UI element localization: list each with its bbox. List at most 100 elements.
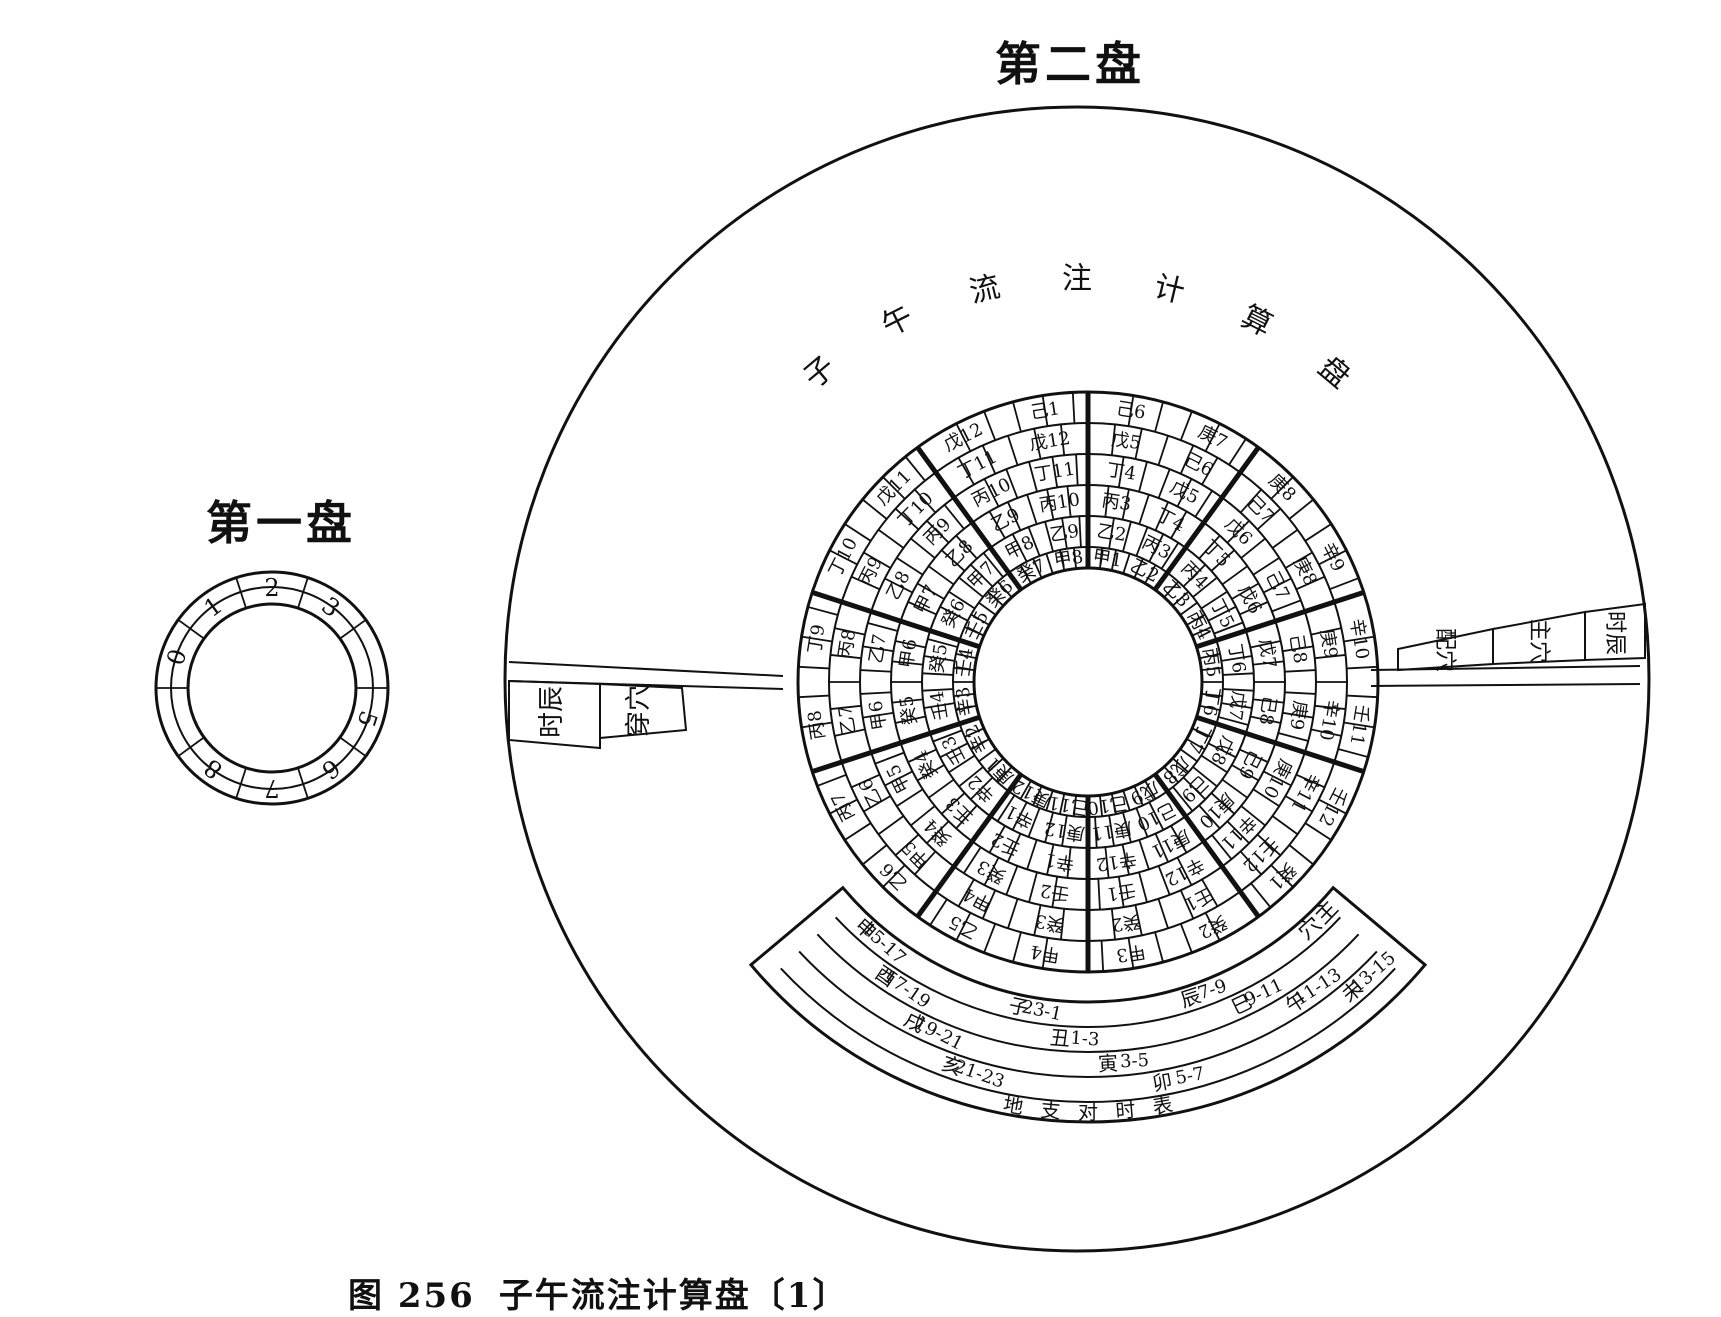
stem-cell-divider xyxy=(1046,489,1055,520)
stem-cell-divider xyxy=(953,693,975,698)
disc-one-divider xyxy=(177,619,205,640)
stem-cell-divider xyxy=(1012,401,1022,433)
arc-title-char: 流 xyxy=(966,269,1003,310)
table-title-char: 支 xyxy=(1040,1098,1062,1124)
stem-cell-divider xyxy=(1122,521,1132,552)
stem-cell-divider xyxy=(988,510,1006,539)
stem-group-divider xyxy=(1152,445,1261,592)
arc-title-char: 盘 xyxy=(1311,350,1356,396)
stem-ring-dividers xyxy=(798,392,1378,972)
stem-cell-divider xyxy=(958,576,984,598)
stem-cell-label: 庚10 xyxy=(1259,755,1296,801)
stem-cell-divider xyxy=(1182,563,1207,588)
stem-cell-divider xyxy=(1157,468,1171,499)
stem-cell-divider xyxy=(957,879,975,907)
stem-cell-label: 乙2 xyxy=(1095,521,1127,546)
stem-cell-divider xyxy=(1186,613,1206,626)
stem-cell-label: 壬12 xyxy=(1314,784,1351,830)
stem-cell-divider xyxy=(1135,526,1149,557)
stem-cell-divider xyxy=(1231,582,1260,600)
stem-cell-divider xyxy=(1304,822,1332,841)
right-pointer-shichen-label: 时辰 xyxy=(1602,611,1627,655)
stem-cell-divider xyxy=(1044,521,1054,552)
stem-cell-label: 丁4 xyxy=(1105,459,1137,484)
branch-label: 子 xyxy=(1007,993,1032,1021)
stem-cell-divider xyxy=(1078,516,1082,548)
stem-cell-divider xyxy=(1170,825,1188,854)
disc-one-divider xyxy=(177,736,205,757)
stem-cell-divider xyxy=(1026,494,1038,525)
stem-cell-divider xyxy=(816,773,847,787)
stem-cell-divider xyxy=(964,626,985,637)
stem-cell-label: 庚12 xyxy=(1043,817,1087,844)
stem-cell-label: 庚11 xyxy=(1090,817,1134,844)
stem-cell-divider xyxy=(1099,795,1104,817)
right-pointer-peixue-label: 配穴 xyxy=(1432,628,1457,672)
stem-cell-divider xyxy=(1163,581,1180,598)
stem-cell-divider xyxy=(1138,839,1150,870)
stem-cell-divider xyxy=(1157,865,1171,896)
stem-cell-divider xyxy=(1271,599,1302,613)
left-pointer-box-inner xyxy=(599,682,688,740)
stem-group-divider xyxy=(915,772,1024,919)
stem-cell-divider xyxy=(1110,424,1116,456)
stem-cell-divider xyxy=(1270,864,1294,888)
stem-cell-divider xyxy=(862,711,894,719)
stem-cell-label: 乙7 xyxy=(865,633,890,665)
stem-cell-divider xyxy=(1270,476,1294,500)
stem-cell-label: 乙9 xyxy=(1048,521,1080,546)
stem-cell-divider xyxy=(1282,645,1314,653)
stem-cell-divider xyxy=(1256,508,1282,531)
arc-title-char: 计 xyxy=(1151,269,1188,310)
stem-cell-divider xyxy=(1318,798,1347,815)
stem-cell-divider xyxy=(1226,820,1250,844)
stem-cell-divider xyxy=(1198,804,1221,830)
stem-cell-divider xyxy=(922,672,954,676)
stem-cell-divider xyxy=(988,825,1006,854)
stem-cell-label: 甲6 xyxy=(896,637,921,669)
stem-cell-divider xyxy=(1179,601,1198,616)
stem-cell-divider xyxy=(1163,766,1180,783)
stem-cell-divider xyxy=(1176,857,1193,886)
stem-cell-divider xyxy=(943,504,965,530)
stem-cell-divider xyxy=(1170,510,1188,539)
stem-cell-divider xyxy=(1207,742,1237,759)
stem-cell-divider xyxy=(862,498,888,520)
stem-cell-divider xyxy=(983,923,997,954)
stem-cell-label: 辛10 xyxy=(1346,617,1373,661)
stem-cell-divider xyxy=(1027,807,1041,838)
stem-cell-divider xyxy=(1172,757,1189,774)
stem-cell-divider xyxy=(1191,626,1212,637)
disc-one-divider xyxy=(297,767,309,799)
stem-cell-divider xyxy=(1133,785,1144,806)
stem-cell-divider xyxy=(862,645,894,653)
stem-cell-divider xyxy=(1310,728,1342,737)
stem-cell-label: 庚9 xyxy=(1285,699,1310,731)
stem-cell-divider xyxy=(1179,410,1193,441)
figure-number: 图 256 xyxy=(348,1276,475,1316)
stem-cell-divider xyxy=(896,788,924,807)
left-pointer-chuanxue-label: 穿穴 xyxy=(624,685,654,737)
hour-range-label: 5-7 xyxy=(1174,1063,1206,1089)
stem-cell-divider xyxy=(1032,558,1043,579)
stem-cell-divider xyxy=(1071,392,1076,424)
stem-cell-label: 丙8 xyxy=(835,628,860,660)
stem-cell-divider xyxy=(1110,793,1117,815)
right-pointer: 配穴 主穴 时辰 xyxy=(1397,602,1646,672)
stem-cell-divider xyxy=(1134,904,1143,936)
stem-cell-label: 丙8 xyxy=(804,709,829,741)
stem-cell-divider xyxy=(1198,534,1221,560)
stem-cell-divider xyxy=(829,549,858,566)
stem-cell-divider xyxy=(1250,640,1281,649)
stem-cell-divider xyxy=(910,537,936,559)
stem-cell-divider xyxy=(1182,776,1207,801)
stem-cell-divider xyxy=(1211,834,1233,860)
stem-cell-divider xyxy=(983,478,1000,507)
stem-cell-label: 己8 xyxy=(1285,633,1310,665)
stem-cell-divider xyxy=(1127,395,1135,427)
stem-cell-divider xyxy=(969,563,994,588)
stem-cell-divider xyxy=(1314,654,1346,660)
stem-cell-label: 己1 xyxy=(1029,398,1061,423)
arc-title-char: 子 xyxy=(797,350,842,396)
stem-group-divider xyxy=(1195,590,1365,650)
